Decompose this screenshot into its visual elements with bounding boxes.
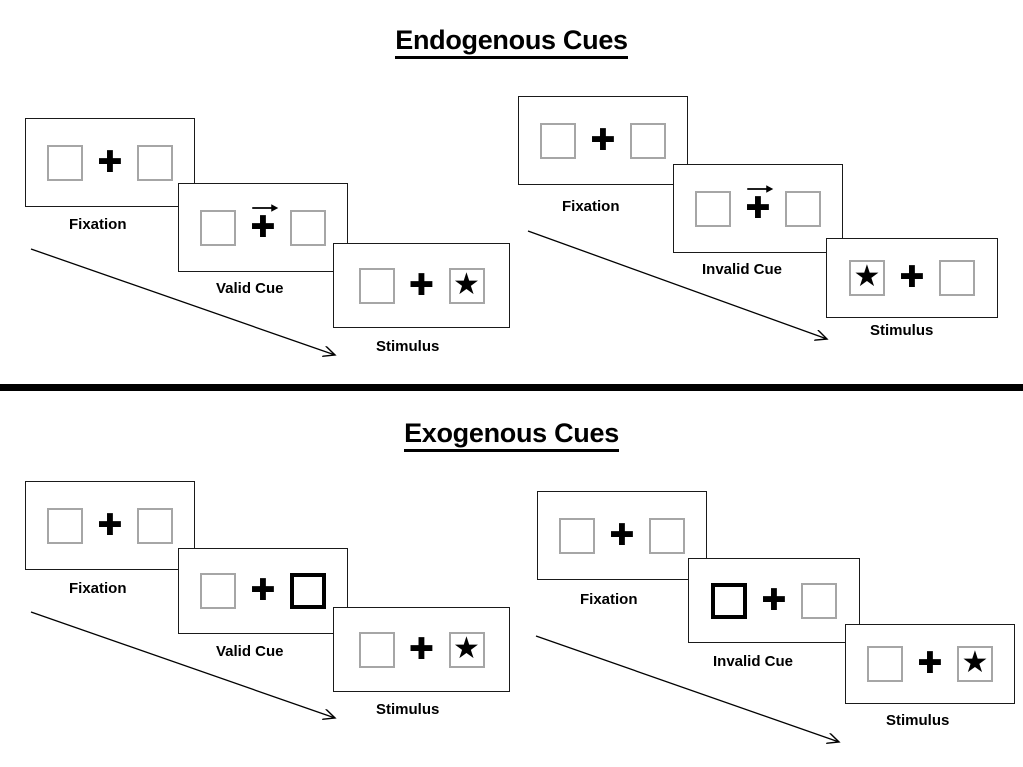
fixation-cross-wrap: ✚ [761, 579, 787, 623]
fixation-cross-wrap: ✚ [917, 642, 943, 686]
fixation-cross-icon: ✚ [97, 507, 123, 543]
left-box: ★ [358, 631, 395, 668]
fixation-cross-wrap: ✚ [97, 504, 123, 548]
fixation-cross-icon: ✚ [250, 209, 276, 245]
panel-endogenous-valid-stimulus[interactable]: ★ ✚ ★ [333, 243, 510, 328]
right-box: ★ [448, 631, 485, 668]
fixation-cross-icon: ✚ [917, 646, 943, 681]
fixation-cross-icon: ✚ [899, 260, 925, 295]
panel-exogenous-valid-fixation[interactable]: ★ ✚ ★ [25, 481, 195, 570]
panel-endogenous-valid-cue[interactable]: ★ ✚ ★ [178, 183, 348, 272]
fixation-cross-wrap: ✚ [745, 184, 774, 231]
fixation-cross-icon: ✚ [250, 573, 276, 608]
fixation-cross-icon: ✚ [408, 631, 435, 667]
left-box: ★ [200, 573, 236, 609]
fixation-cross-icon: ✚ [745, 190, 771, 226]
panel-endogenous-invalid-cue[interactable]: ★ ✚ ★ [673, 164, 843, 253]
time-arrow-endogenous-invalid [527, 230, 847, 353]
cue-arrow-right-icon [747, 184, 774, 193]
fixation-cross-icon: ✚ [609, 517, 635, 553]
right-box: ★ [137, 144, 173, 181]
left-box-cued: ★ [711, 582, 747, 619]
panel-label-stimulus: Stimulus [886, 712, 950, 729]
star-icon: ★ [453, 267, 480, 301]
fixation-cross-wrap: ✚ [97, 141, 123, 185]
panel-label-fixation: Fixation [69, 216, 127, 233]
fixation-cross-wrap: ✚ [250, 203, 279, 250]
left-box: ★ [559, 517, 595, 554]
section-divider [0, 384, 1023, 391]
cue-arrow-right-icon [252, 203, 279, 212]
fixation-cross-wrap: ✚ [409, 264, 435, 308]
fixation-cross-wrap: ✚ [250, 569, 276, 613]
panel-label-invalid-cue: Invalid Cue [702, 261, 783, 278]
left-box: ★ [867, 646, 903, 682]
fixation-cross-wrap: ✚ [899, 256, 925, 300]
left-box: ★ [695, 190, 731, 227]
fixation-cross-wrap: ✚ [409, 628, 435, 672]
right-box: ★ [801, 582, 837, 619]
right-box-cued: ★ [290, 573, 326, 609]
panel-label-invalid-cue: Invalid Cue [713, 653, 794, 670]
left-box: ★ [47, 144, 83, 181]
panel-exogenous-invalid-cue[interactable]: ★ ✚ ★ [688, 558, 860, 643]
panel-label-valid-cue: Valid Cue [216, 643, 284, 660]
left-box: ★ [47, 507, 83, 544]
panel-endogenous-invalid-stimulus[interactable]: ★ ✚ ★ [826, 238, 998, 318]
star-icon: ★ [453, 631, 480, 665]
panel-label-fixation: Fixation [562, 198, 620, 215]
section-title-exogenous-text: Exogenous Cues [404, 418, 619, 452]
star-icon: ★ [961, 646, 989, 679]
section-title-exogenous: Exogenous Cues [0, 418, 1023, 452]
time-arrow-exogenous-invalid [535, 635, 855, 755]
right-box: ★ [957, 646, 993, 682]
panel-exogenous-valid-stimulus[interactable]: ★ ✚ ★ [333, 607, 510, 692]
panel-label-valid-cue: Valid Cue [216, 280, 284, 297]
star-icon: ★ [853, 260, 881, 293]
left-box: ★ [358, 267, 395, 304]
panel-label-stimulus: Stimulus [376, 338, 440, 355]
right-box: ★ [448, 267, 485, 304]
left-box: ★ [200, 209, 236, 246]
panel-label-stimulus: Stimulus [376, 701, 440, 718]
time-arrow-endogenous-valid [30, 248, 355, 368]
panel-label-stimulus: Stimulus [870, 322, 934, 339]
right-box: ★ [649, 517, 685, 554]
fixation-cross-wrap: ✚ [609, 514, 635, 558]
right-box: ★ [939, 260, 975, 296]
fixation-cross-icon: ✚ [590, 122, 616, 158]
panel-endogenous-invalid-fixation[interactable]: ★ ✚ ★ [518, 96, 688, 185]
left-box: ★ [849, 260, 885, 296]
panel-exogenous-valid-cue[interactable]: ★ ✚ ★ [178, 548, 348, 634]
right-box: ★ [290, 209, 326, 246]
panel-endogenous-valid-fixation[interactable]: ★ ✚ ★ [25, 118, 195, 207]
panel-label-fixation: Fixation [580, 591, 638, 608]
fixation-cross-icon: ✚ [408, 267, 435, 303]
right-box: ★ [630, 122, 666, 159]
panel-label-fixation: Fixation [69, 580, 127, 597]
panel-exogenous-invalid-fixation[interactable]: ★ ✚ ★ [537, 491, 707, 580]
section-title-endogenous: Endogenous Cues [0, 25, 1023, 59]
fixation-cross-icon: ✚ [97, 144, 123, 180]
left-box: ★ [540, 122, 576, 159]
panel-exogenous-invalid-stimulus[interactable]: ★ ✚ ★ [845, 624, 1015, 704]
right-box: ★ [137, 507, 173, 544]
right-box: ★ [785, 190, 821, 227]
fixation-cross-icon: ✚ [761, 582, 787, 618]
fixation-cross-wrap: ✚ [590, 119, 616, 163]
section-title-endogenous-text: Endogenous Cues [395, 25, 628, 59]
time-arrow-exogenous-valid [30, 611, 355, 731]
